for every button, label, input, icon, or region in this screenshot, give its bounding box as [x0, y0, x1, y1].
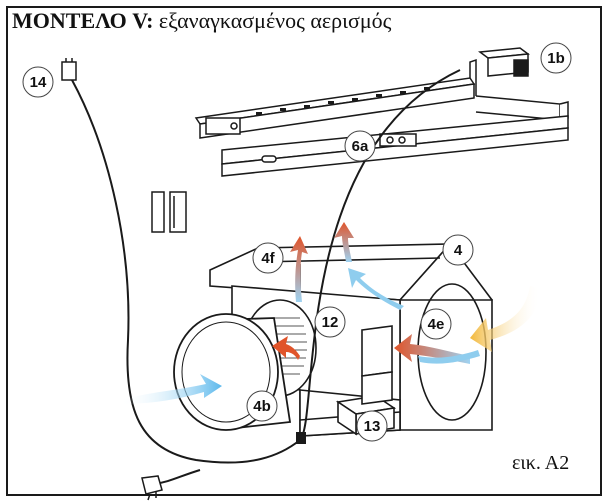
airflow-arrows: [120, 222, 540, 404]
callout-label: 4b: [253, 398, 271, 415]
callout-label: 6a: [352, 138, 369, 155]
callout-1b: 1b: [540, 42, 572, 74]
model-description: εξαναγκασμένος αερισμός: [153, 8, 392, 33]
hot-air-arrow-up-1: [290, 236, 308, 302]
callout-circle: [420, 308, 452, 340]
callouts: 14 1b 6a 4f 4 12 4e 4b 13: [22, 42, 572, 442]
plug-14: [61, 58, 77, 81]
callout-13: 13: [356, 410, 388, 442]
callout-circle: [344, 130, 376, 162]
cold-air-arrow-top: [348, 268, 404, 310]
page-title: ΜΟΝΤΕΛΟ V: εξαναγκασμένος αερισμός: [12, 8, 391, 34]
callout-4b: 4b: [246, 390, 278, 422]
callout-12: 12: [314, 306, 346, 338]
cold-air-arrow-inner: [418, 350, 480, 364]
callout-14: 14: [22, 66, 54, 98]
callout-circle: [356, 410, 388, 442]
callout-label: 4e: [428, 316, 445, 333]
callout-4e: 4e: [420, 308, 452, 340]
callout-circle: [246, 390, 278, 422]
callout-circle: [252, 242, 284, 274]
mounting-bracket: [194, 58, 569, 177]
callout-label: 1b: [547, 50, 565, 67]
spacer-plates: [151, 191, 187, 233]
callout-circle: [314, 306, 346, 338]
hot-air-arrow-blower: [272, 336, 300, 360]
callout-circle: [442, 234, 474, 266]
power-plug: [141, 475, 163, 501]
callout-4: 4: [442, 234, 474, 266]
callout-label: 14: [30, 74, 47, 91]
hot-air-arrow-up-2: [334, 222, 354, 262]
callout-label: 12: [322, 314, 339, 331]
model-label: ΜΟΝΤΕΛΟ V:: [12, 8, 154, 33]
cold-air-arrow-left: [120, 374, 222, 404]
callout-6a: 6a: [344, 130, 376, 162]
hot-air-arrow-mid: [394, 334, 470, 364]
callout-label: 13: [364, 418, 381, 435]
warm-air-arrow-right: [470, 286, 540, 352]
callout-circle: [22, 66, 54, 98]
callout-label: 4f: [261, 250, 275, 267]
cable-connector: [296, 432, 306, 444]
callout-4f: 4f: [252, 242, 284, 274]
callout-label: 4: [454, 242, 463, 259]
part-1b: [478, 47, 530, 77]
figure-caption: εικ. Α2: [512, 452, 570, 474]
callout-circle: [540, 42, 572, 74]
